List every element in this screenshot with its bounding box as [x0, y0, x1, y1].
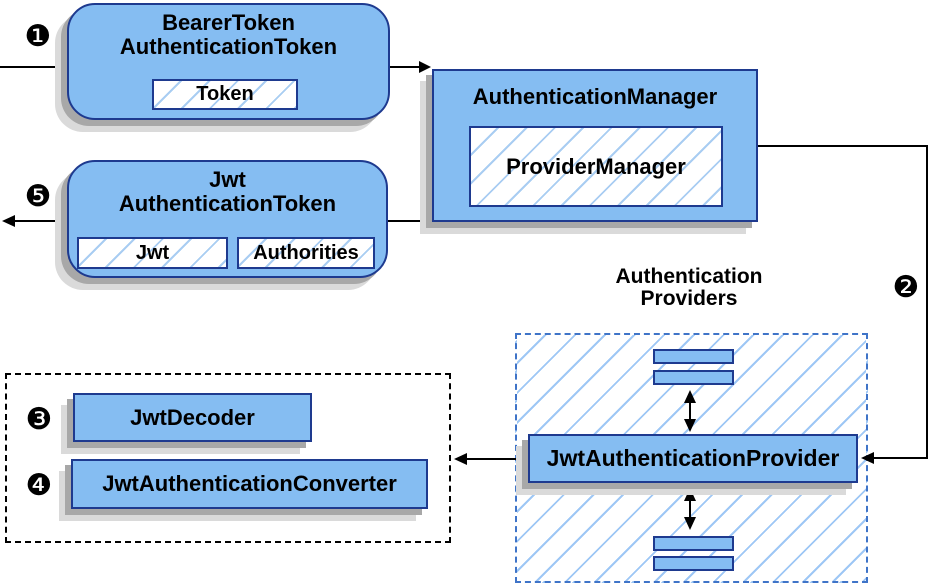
outgoing-result-arrow	[2, 215, 67, 227]
authentication-manager-title: AuthenticationManager	[472, 84, 718, 109]
authentication-manager-node: AuthenticationManager ProviderManager	[432, 69, 758, 222]
jwt-authentication-provider-title: JwtAuthenticationProvider	[546, 445, 840, 471]
jwt-decoder-node: JwtDecoder	[73, 393, 312, 442]
provider-bar-bottom-1	[653, 536, 734, 551]
jwt-token-node-title: Jwt AuthenticationToken	[69, 162, 386, 216]
jwt-authentication-converter-title: JwtAuthenticationConverter	[102, 471, 397, 496]
provider-bar-bottom-2	[653, 556, 734, 571]
jwt-field: Jwt	[77, 237, 228, 269]
authorities-field: Authorities	[237, 237, 375, 269]
bearer-token-title-line1: BearerToken	[162, 10, 295, 35]
step-1-badge: ❶	[24, 19, 52, 54]
bearer-token-node-title: BearerToken AuthenticationToken	[69, 5, 388, 59]
provider-to-decoder-arrow	[454, 453, 517, 465]
jwt-authentication-converter-node: JwtAuthenticationConverter	[71, 459, 428, 509]
step-3-badge: ❸	[25, 402, 53, 437]
step-5-badge: ❺	[24, 179, 52, 214]
token-field: Token	[152, 79, 298, 110]
jwt-authentication-provider-node: JwtAuthenticationProvider	[528, 434, 858, 483]
provider-bar-top-2	[653, 370, 734, 385]
provider-manager-field: ProviderManager	[469, 126, 723, 207]
jwt-authentication-token-node: Jwt AuthenticationToken Jwt Authorities	[67, 160, 388, 278]
authentication-providers-label-line1: Authentication	[615, 265, 763, 288]
jwt-token-title-line1: Jwt	[209, 167, 246, 192]
bearer-token-authentication-token-node: BearerToken AuthenticationToken Token	[67, 3, 390, 120]
jwt-token-title-line2: AuthenticationToken	[118, 191, 337, 216]
bearer-token-title-line2: AuthenticationToken	[119, 34, 338, 59]
authentication-providers-label: Authentication Providers	[589, 266, 789, 310]
jwt-decoder-title: JwtDecoder	[130, 404, 255, 430]
bearer-to-manager-arrow	[390, 61, 431, 73]
authentication-providers-label-line2: Providers	[640, 287, 738, 310]
provider-bar-top-1	[653, 349, 734, 364]
step-4-badge: ❹	[25, 468, 53, 503]
step-2-badge: ❷	[892, 270, 920, 305]
